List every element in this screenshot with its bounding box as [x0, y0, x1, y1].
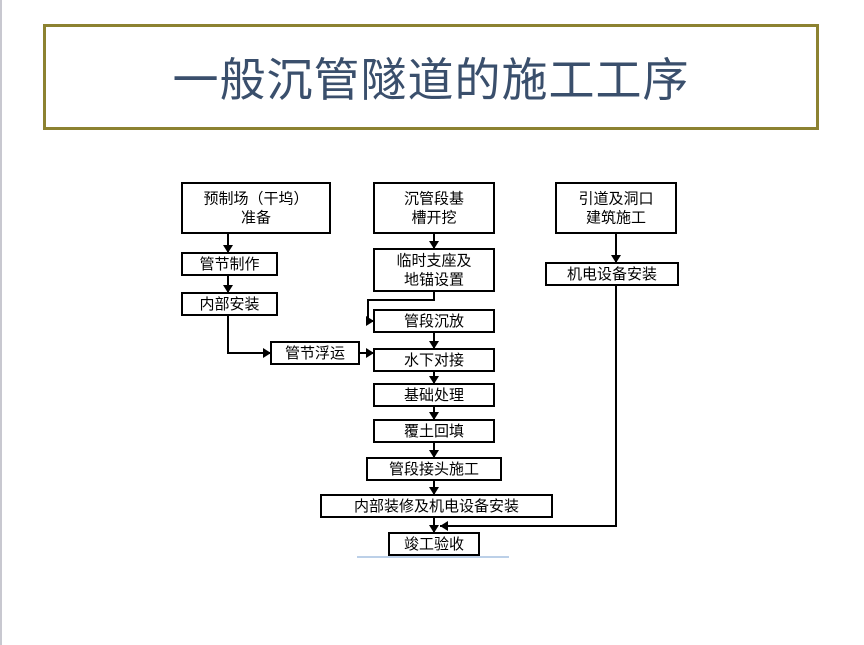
flow-node-label: 内部安装 [199, 295, 259, 313]
flow-node-joint-work: 管段接头施工 [366, 457, 502, 481]
edge-inner-to-float [227, 315, 271, 354]
slide-title: 一般沉管隧道的施工工序 [172, 53, 690, 107]
arrowhead-icon [429, 487, 439, 495]
flow-node-label: 建筑施工 [586, 209, 646, 227]
edge-mep-to-acceptance [440, 285, 617, 527]
arrowhead-icon [429, 450, 439, 458]
flowchart-nodes: 预制场（干坞）准备沉管段基槽开挖引道及洞口建筑施工管节制作内部安装管节浮运临时支… [181, 182, 679, 556]
arrowhead-icon [223, 285, 233, 293]
arrowhead-icon [263, 348, 271, 358]
flow-node-label: 基础处理 [404, 386, 464, 404]
flow-node-label: 水下对接 [404, 351, 464, 369]
arrowhead-icon [429, 412, 439, 420]
flow-node-label: 竣工验收 [404, 535, 464, 553]
flow-node-finish-mep: 内部装修及机电设备安装 [320, 494, 553, 518]
flow-node-label: 管节浮运 [285, 344, 345, 362]
arrowhead-icon [429, 241, 439, 249]
flow-node-label: 槽开挖 [411, 209, 456, 227]
flow-node-label: 管段接头施工 [389, 460, 479, 478]
flow-node-foundation: 基础处理 [373, 383, 495, 407]
flow-node-label: 机电设备安装 [567, 265, 657, 283]
flow-node-label: 引道及洞口 [578, 190, 653, 208]
arrowhead-icon [366, 348, 374, 358]
arrowhead-icon [429, 376, 439, 384]
flow-node-segment-making: 管节制作 [181, 252, 278, 276]
flow-node-label: 预制场（干坞） [203, 190, 308, 208]
flow-node-float-transport: 管节浮运 [270, 341, 360, 365]
arrowhead-icon [429, 341, 439, 349]
flow-node-inner-install: 内部安装 [181, 292, 278, 316]
arrowhead-icon [440, 521, 448, 531]
flow-node-label: 管节制作 [199, 255, 259, 273]
flow-node-sinking: 管段沉放 [373, 309, 495, 333]
arrowhead-icon [366, 316, 374, 326]
flow-node-label: 沉管段基 [404, 190, 464, 208]
flow-node-label: 临时支座及 [396, 252, 471, 270]
flow-node-label: 覆土回填 [404, 422, 464, 440]
flow-node-label: 地锚设置 [404, 271, 464, 289]
title-frame: 一般沉管隧道的施工工序 [43, 24, 819, 130]
arrowhead-icon [611, 255, 621, 263]
flowchart-edges [223, 233, 621, 533]
arrowhead-icon [429, 525, 439, 533]
flow-node-acceptance: 竣工验收 [388, 532, 480, 556]
flow-node-label: 准备 [241, 209, 271, 227]
flow-node-backfill: 覆土回填 [373, 419, 495, 443]
flow-node-mep-install-right: 机电设备安装 [545, 262, 679, 286]
slide-left-border [0, 0, 2, 645]
arrowhead-icon [223, 245, 233, 253]
flow-node-dry-dock: 预制场（干坞）准备 [181, 182, 331, 234]
flow-node-underwater-joint: 水下对接 [373, 348, 495, 372]
flow-node-label: 管段沉放 [404, 312, 464, 330]
flow-node-label: 内部装修及机电设备安装 [354, 497, 519, 515]
